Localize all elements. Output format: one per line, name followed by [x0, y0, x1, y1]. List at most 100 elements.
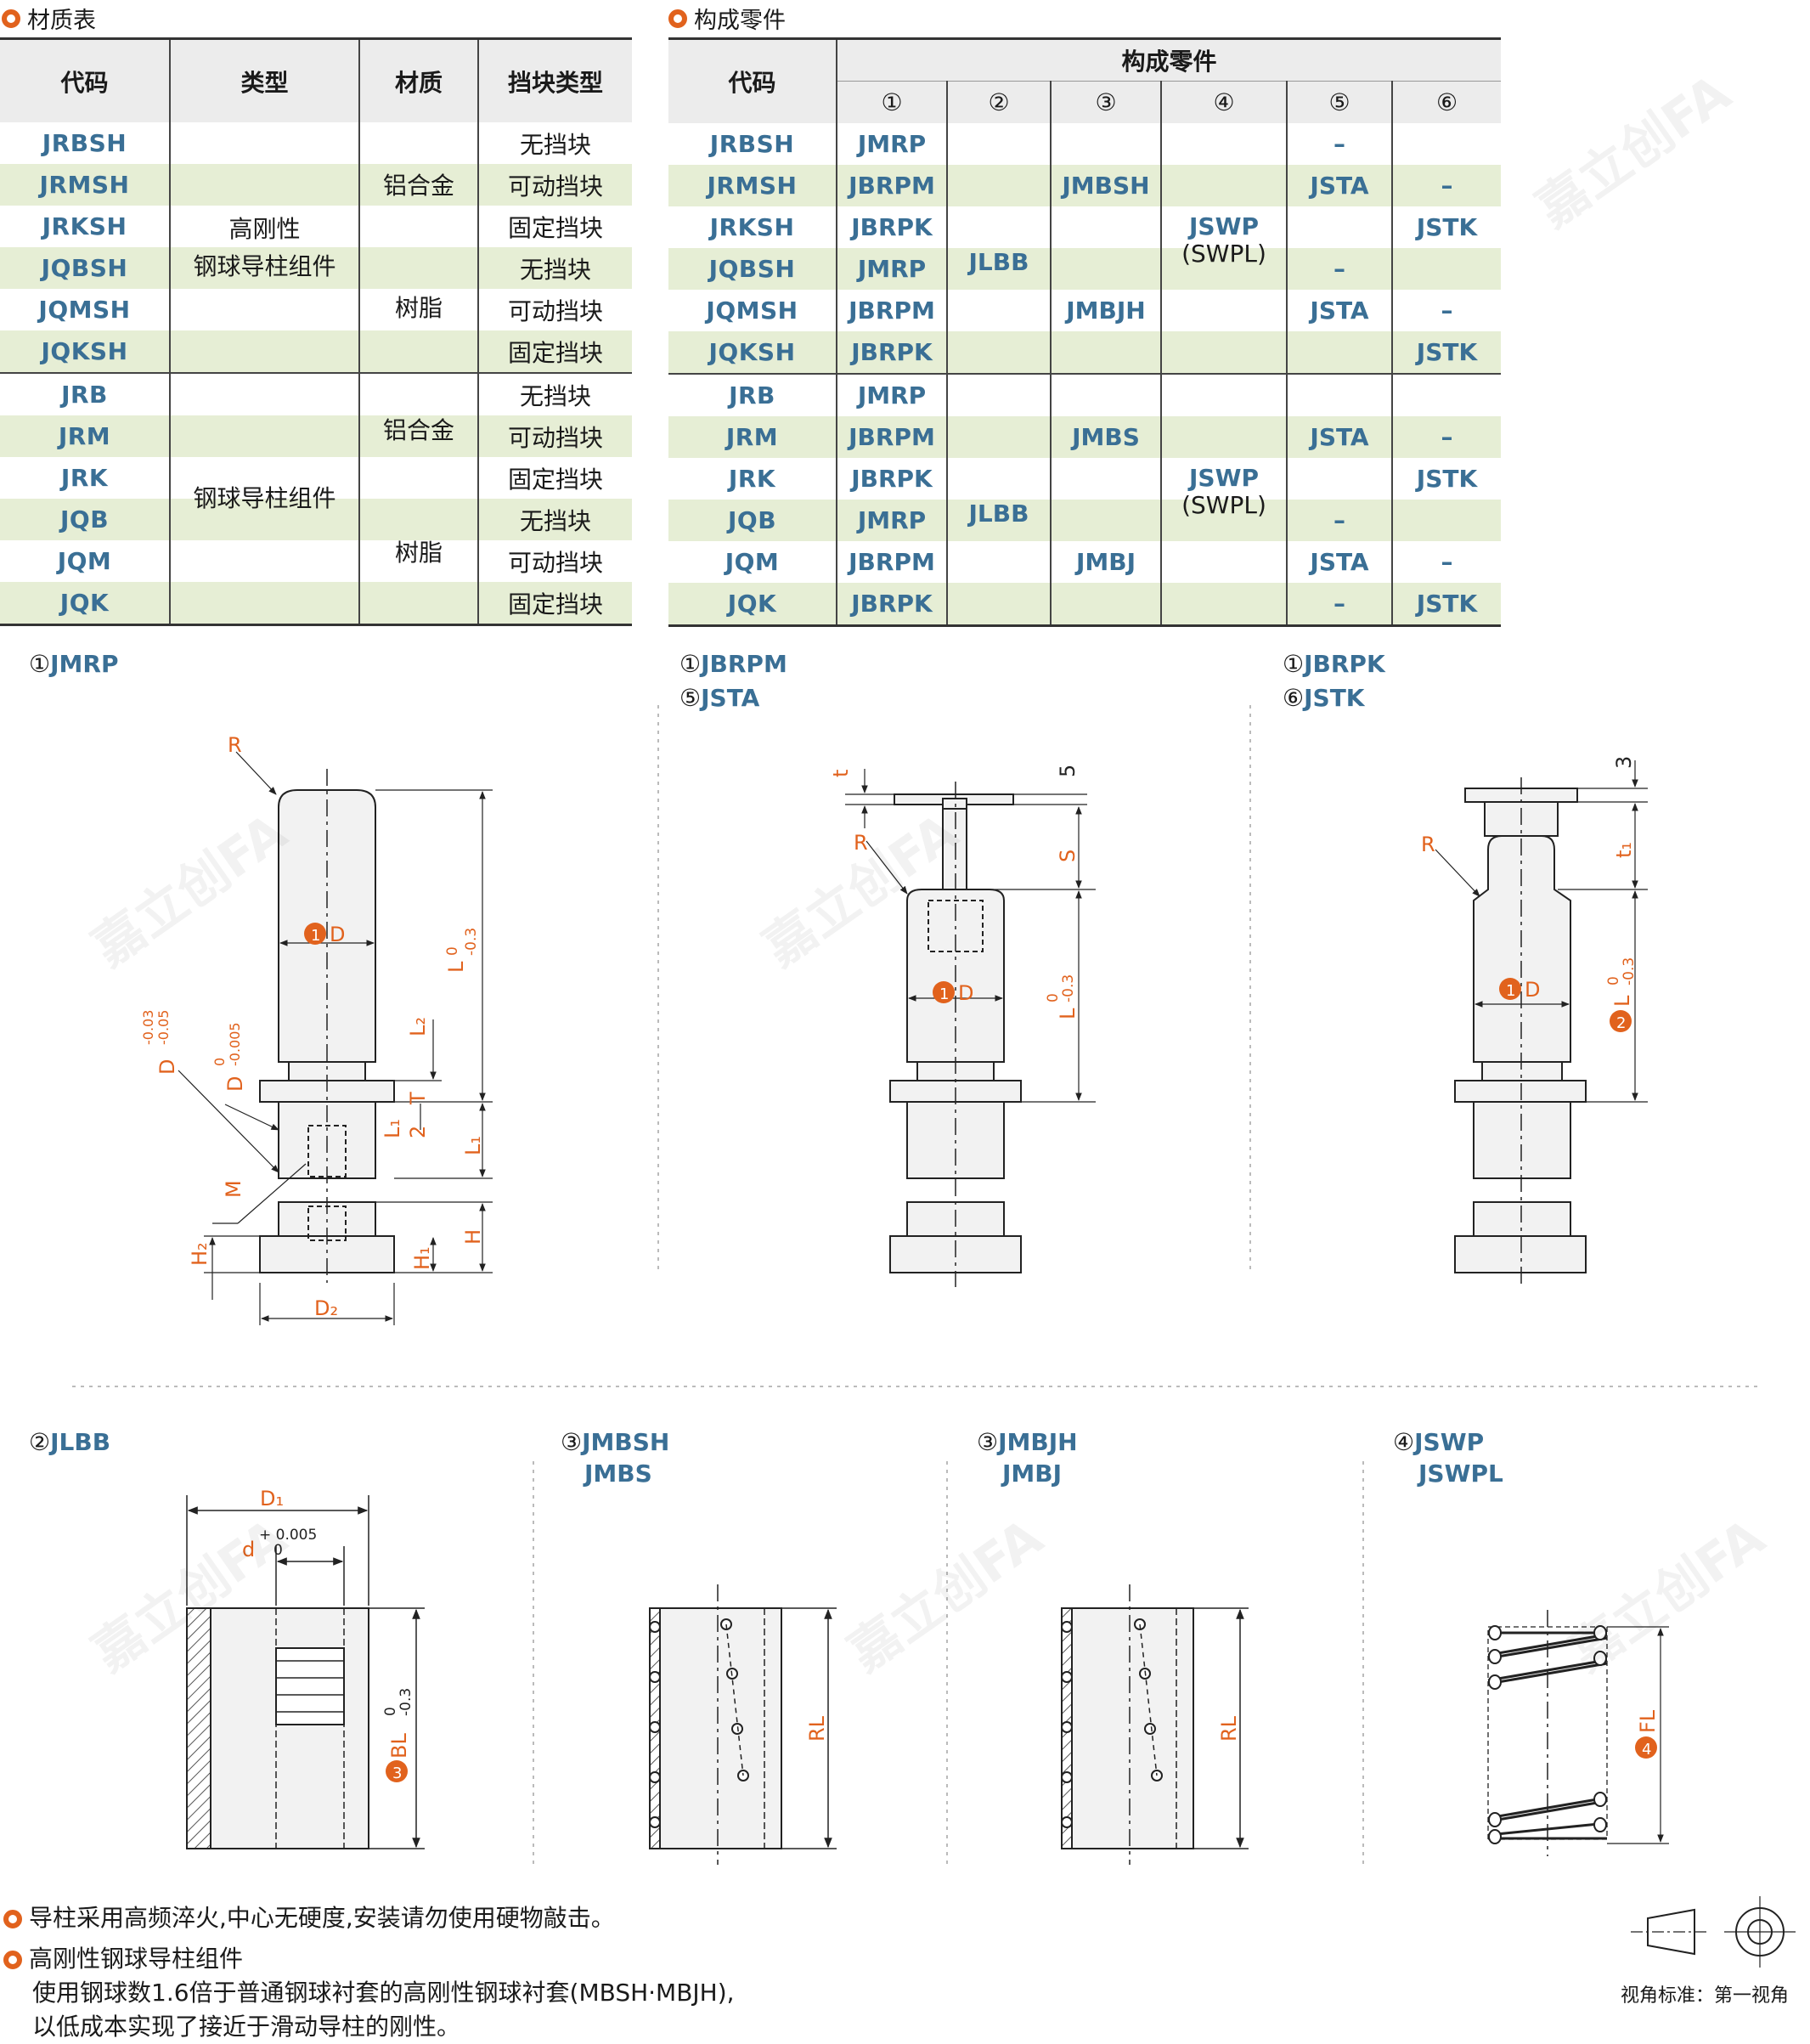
part-5: JSTA	[1286, 416, 1392, 458]
fig-label-jswp: ④JSWP	[1393, 1428, 1485, 1456]
dim-l-tol-top: 0	[1045, 993, 1062, 1002]
part-1: JBRPM	[836, 290, 947, 331]
dim-r: R	[854, 831, 868, 855]
fig-label-jmbj: JMBJ	[1002, 1460, 1063, 1488]
part-4	[1160, 206, 1287, 248]
dim-d-fit-tol-bot: -0.05	[155, 1010, 172, 1045]
drawing-jbrpm	[845, 769, 1096, 1287]
row-stopper: 固定挡块	[477, 206, 632, 247]
marker-4	[1635, 1736, 1657, 1759]
row-code: JRMSH	[0, 164, 170, 206]
part-5: JSTA	[1286, 165, 1392, 206]
dim-d-fit-tol-top: -0.03	[140, 1010, 156, 1045]
fig-label-jsta: ⑤JSTA	[679, 684, 760, 712]
circle-bullet-icon	[3, 1910, 22, 1928]
col-num-6: ⑥	[1391, 81, 1501, 123]
part-1: JBRPK	[836, 458, 947, 500]
header-material: 材质	[358, 38, 478, 122]
part-1: JBRPM	[836, 541, 947, 583]
dim-h2: H₂	[188, 1242, 211, 1266]
row-code: JQB	[668, 500, 837, 541]
row-stopper: 固定挡块	[477, 457, 632, 499]
row-stopper: 无挡块	[477, 247, 632, 289]
part-3	[1050, 123, 1161, 165]
material-resin: 树脂	[394, 294, 443, 322]
dim-d: D	[330, 923, 345, 946]
dim-d1: D₁	[260, 1487, 284, 1510]
circle-bullet-icon	[3, 1951, 22, 1969]
row-stopper: 可动挡块	[477, 289, 632, 330]
part-5	[1286, 374, 1392, 416]
dim-bl-tol-bot: -0.3	[398, 1688, 414, 1716]
marker-1	[1499, 978, 1521, 1000]
row-code: JRB	[729, 381, 775, 409]
dim-fl: FL	[1636, 1709, 1660, 1733]
part-1: JMRP	[836, 123, 947, 165]
dim-l1-small: L₁	[381, 1119, 404, 1138]
part-3	[1050, 248, 1161, 290]
part-1: JBRPK	[836, 583, 947, 626]
row-code: JRB	[61, 381, 108, 409]
row-material	[358, 122, 478, 164]
part-3	[1050, 500, 1161, 541]
part-1: JBRPM	[836, 165, 947, 206]
part-5	[1286, 458, 1392, 500]
part-2	[946, 331, 1051, 374]
jbrpm-dim-labels: t 5 S R 1 D L 0 -0.3	[829, 765, 1080, 1019]
part-2: JLBB	[946, 248, 1051, 290]
part-3: JMBJH	[1050, 290, 1161, 331]
row-stopper: 可动挡块	[477, 164, 632, 206]
col-num-4: ④	[1160, 81, 1287, 123]
part-5: JSTA	[1286, 290, 1392, 331]
part-3	[1050, 206, 1161, 248]
dim-l-tol-bot: -0.3	[1621, 957, 1638, 985]
row-material	[358, 164, 478, 206]
type-normal: 钢球导柱组件	[193, 484, 336, 512]
row-code: JRK	[728, 465, 776, 493]
type-high-line2: 钢球导柱组件	[193, 252, 336, 280]
row-code: JRM	[668, 416, 837, 458]
dim-l: L	[444, 961, 468, 973]
row-type	[169, 582, 359, 625]
header-type: 类型	[169, 38, 359, 122]
row-code: JQB	[0, 499, 170, 540]
part-2	[946, 374, 1051, 416]
row-type	[169, 206, 359, 247]
part-6	[1391, 500, 1501, 541]
row-code: JQKSH	[668, 331, 837, 374]
row-code: JQK	[0, 582, 170, 625]
fig-label-jmbjh: ③JMBJH	[977, 1428, 1078, 1456]
parts-table-title: 构成零件	[668, 2, 786, 35]
drawing-jmrp	[178, 751, 493, 1325]
jswp-dim-labels: 4 FL	[1635, 1709, 1660, 1759]
row-code: JRKSH	[42, 212, 127, 240]
dim-l-tol-top: 0	[1605, 976, 1622, 985]
col-num-3: ③	[1050, 81, 1161, 123]
dim-h1: H₁	[410, 1246, 434, 1270]
circle-bullet-icon	[2, 8, 20, 28]
drawing-jbrpk	[1435, 760, 1648, 1287]
fig-label-jbrpk: ①JBRPK	[1283, 650, 1385, 678]
dim-two: 2	[406, 1126, 430, 1138]
dim-h: H	[461, 1229, 485, 1245]
view-standard-label: 视角标准：第一视角	[1621, 1985, 1790, 2007]
dim-l2: L₂	[406, 1017, 430, 1036]
part-4	[1160, 374, 1287, 416]
table-row: JRMSH 可动挡块	[0, 164, 632, 206]
row-type	[169, 499, 359, 540]
row-material	[358, 373, 478, 415]
row-type	[169, 330, 359, 373]
row-material	[358, 582, 478, 625]
dim-l-tol-bot: -0.3	[463, 928, 480, 956]
